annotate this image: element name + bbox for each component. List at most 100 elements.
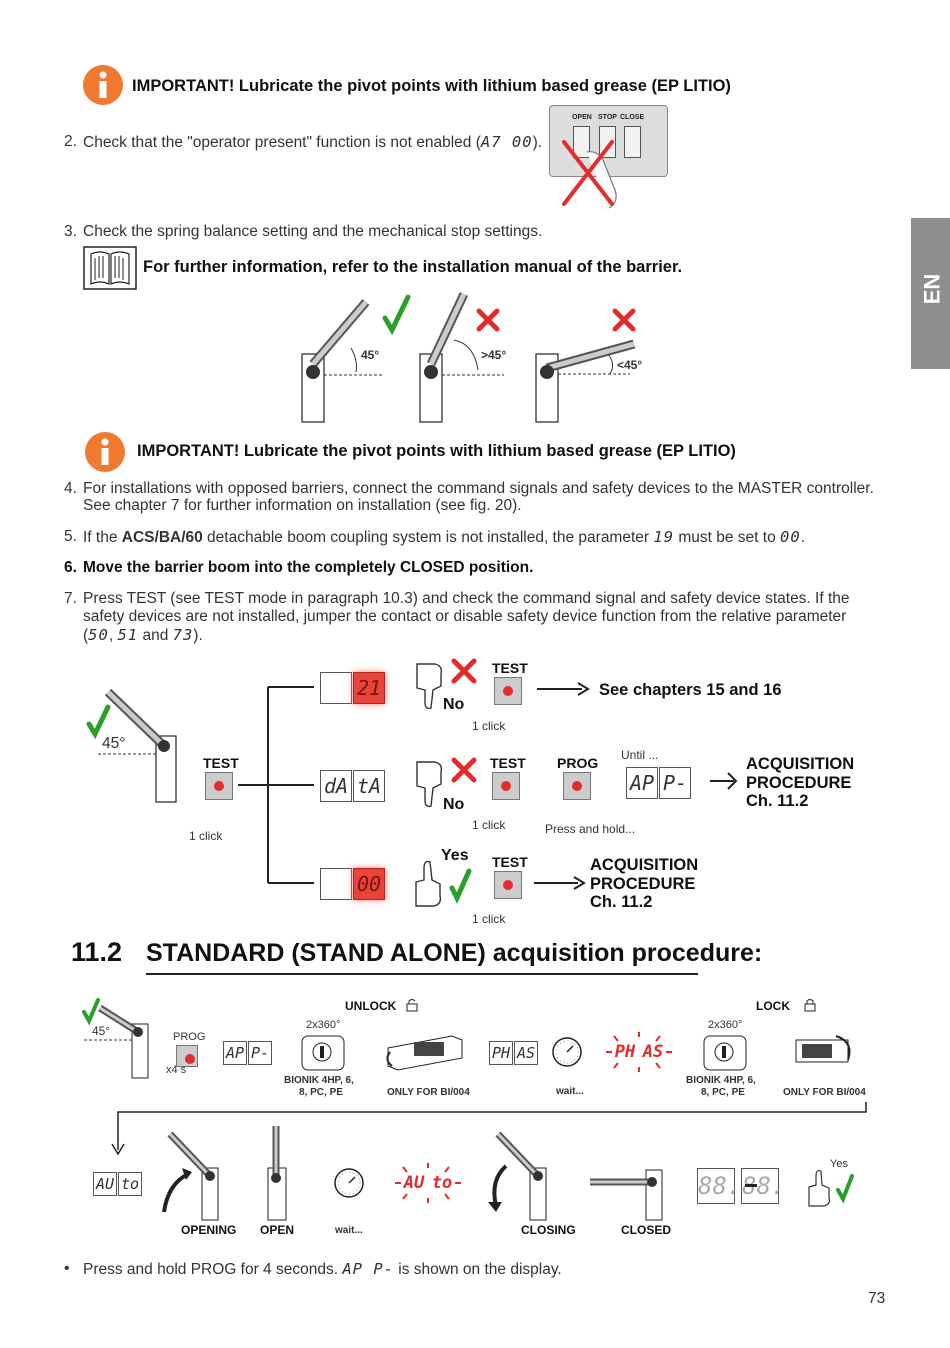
only-bi004-label: ONLY FOR BI/004 <box>783 1087 866 1098</box>
open-switch <box>573 126 590 158</box>
step-7-number: 7. <box>64 590 77 607</box>
stop-switch <box>599 126 616 158</box>
hold-time-label: x4 s <box>166 1064 187 1076</box>
step-6-number: 6. <box>64 559 77 576</box>
prog-button[interactable] <box>176 1045 198 1067</box>
thumbs-down-icon <box>416 663 443 710</box>
rotation-label: 2x360° <box>708 1019 743 1031</box>
display-00: 00 <box>353 868 385 900</box>
section-underline <box>146 973 698 975</box>
cross-icon <box>451 658 477 684</box>
close-switch <box>624 126 641 158</box>
language-tab: EN <box>911 218 950 369</box>
key-release-icon <box>301 1035 345 1071</box>
test-button[interactable] <box>494 677 522 705</box>
flash-rays <box>395 1163 461 1203</box>
click-label: 1 click <box>472 719 506 733</box>
opening-label: OPENING <box>181 1223 237 1237</box>
cross-icon <box>451 757 477 783</box>
barrier-closing-diagram <box>488 1131 547 1221</box>
flash-rays <box>606 1032 672 1072</box>
display-da: dA <box>320 770 352 802</box>
lock-icon <box>804 999 816 1012</box>
until-label: Until ... <box>621 748 659 762</box>
step-4-number: 4. <box>64 480 77 497</box>
display-to: to <box>118 1172 142 1196</box>
bullet-text: Press and hold PROG for 4 seconds. AP P-… <box>83 1260 562 1278</box>
answer-no: No <box>443 696 465 713</box>
display-21: 21 <box>353 672 385 704</box>
display-ph-flashing: PH <box>614 1042 636 1062</box>
barrier-closed-diagram <box>590 1169 663 1221</box>
switch-panel-stop-label: STOP <box>598 114 617 121</box>
test-label: TEST <box>490 755 526 771</box>
closing-label: CLOSING <box>521 1223 576 1237</box>
unlock-icon <box>406 999 418 1012</box>
manual-note: For further information, refer to the in… <box>143 258 683 276</box>
test-button[interactable] <box>494 871 522 899</box>
switch-panel-open-label: OPEN <box>572 114 592 121</box>
cross-icon <box>612 308 636 332</box>
barrier-start-diagram <box>98 688 177 803</box>
click-label: 1 click <box>472 818 506 832</box>
display-ap: AP <box>223 1041 247 1065</box>
check-icon <box>836 1174 854 1204</box>
display-as-flashing: AS <box>642 1042 664 1062</box>
display-blank <box>320 868 352 900</box>
barrier-start-diagram <box>84 1005 149 1079</box>
step-2-text: Check that the "operator present" functi… <box>83 133 543 151</box>
cross-icon <box>562 140 614 206</box>
answer-no: No <box>443 796 465 813</box>
result-see-chapters: See chapters 15 and 16 <box>599 681 782 699</box>
display-88-a: 88. <box>697 1168 741 1204</box>
barrier-open-diagram <box>267 1126 287 1221</box>
step-3-number: 3. <box>64 223 77 240</box>
step-4-line-1: For installations with opposed barriers,… <box>83 480 874 497</box>
step-7-line-3: (50, 51 and 73). <box>83 626 203 644</box>
angle-label-over-45: >45° <box>481 348 507 362</box>
start-angle-label: 45° <box>92 1024 111 1038</box>
check-icon <box>86 704 111 740</box>
press-hold-label: Press and hold... <box>545 822 636 836</box>
prog-button[interactable] <box>563 772 591 800</box>
display-blank <box>320 672 352 704</box>
chapter-label: Ch. 11.2 <box>746 792 809 810</box>
step-6-text: Move the barrier boom into the completel… <box>83 559 534 576</box>
step-7-line-1: Press TEST (see TEST mode in paragraph 1… <box>83 590 850 607</box>
section-title: STANDARD (STAND ALONE) acquisition proce… <box>146 939 763 967</box>
check-icon <box>82 998 100 1026</box>
bi004-lock-icon <box>795 1035 851 1063</box>
check-icon <box>382 294 411 336</box>
bionik-label-2b: 8, PC, PE <box>701 1087 745 1098</box>
important-note-2: IMPORTANT! Lubricate the pivot points wi… <box>137 442 736 460</box>
barrier-over-45-diagram <box>419 292 504 423</box>
display-to-flashing: to <box>431 1173 453 1193</box>
unlock-label: UNLOCK <box>345 999 397 1013</box>
info-icon <box>83 65 123 105</box>
barrier-45-diagram <box>301 299 384 423</box>
section-number: 11.2 <box>71 937 123 967</box>
step-4-line-2: See chapter 7 for further information on… <box>83 497 522 514</box>
check-icon <box>449 868 472 904</box>
chapter-label: Ch. 11.2 <box>590 893 653 911</box>
click-label: 1 click <box>189 829 223 843</box>
test-label: TEST <box>203 755 239 771</box>
test-button[interactable] <box>492 772 520 800</box>
display-ap: AP <box>626 767 658 799</box>
switch-panel-close-label: CLOSE <box>620 114 645 121</box>
cross-icon <box>476 308 500 332</box>
click-label: 1 click <box>472 912 506 926</box>
test-button[interactable] <box>205 772 233 800</box>
procedure-label: PROCEDURE <box>590 875 696 893</box>
step-2-number: 2. <box>64 133 77 150</box>
bionik-label-1: BIONIK 4HP, 6, <box>284 1075 354 1086</box>
barrier-opening-diagram <box>162 1131 219 1221</box>
display-as: AS <box>514 1041 538 1065</box>
start-angle-label: 45° <box>102 735 126 752</box>
display-au-flashing: AU <box>403 1173 425 1193</box>
thumbs-down-icon <box>416 761 443 808</box>
bullet-marker: • <box>64 1260 70 1277</box>
angle-label-45: 45° <box>361 348 380 362</box>
